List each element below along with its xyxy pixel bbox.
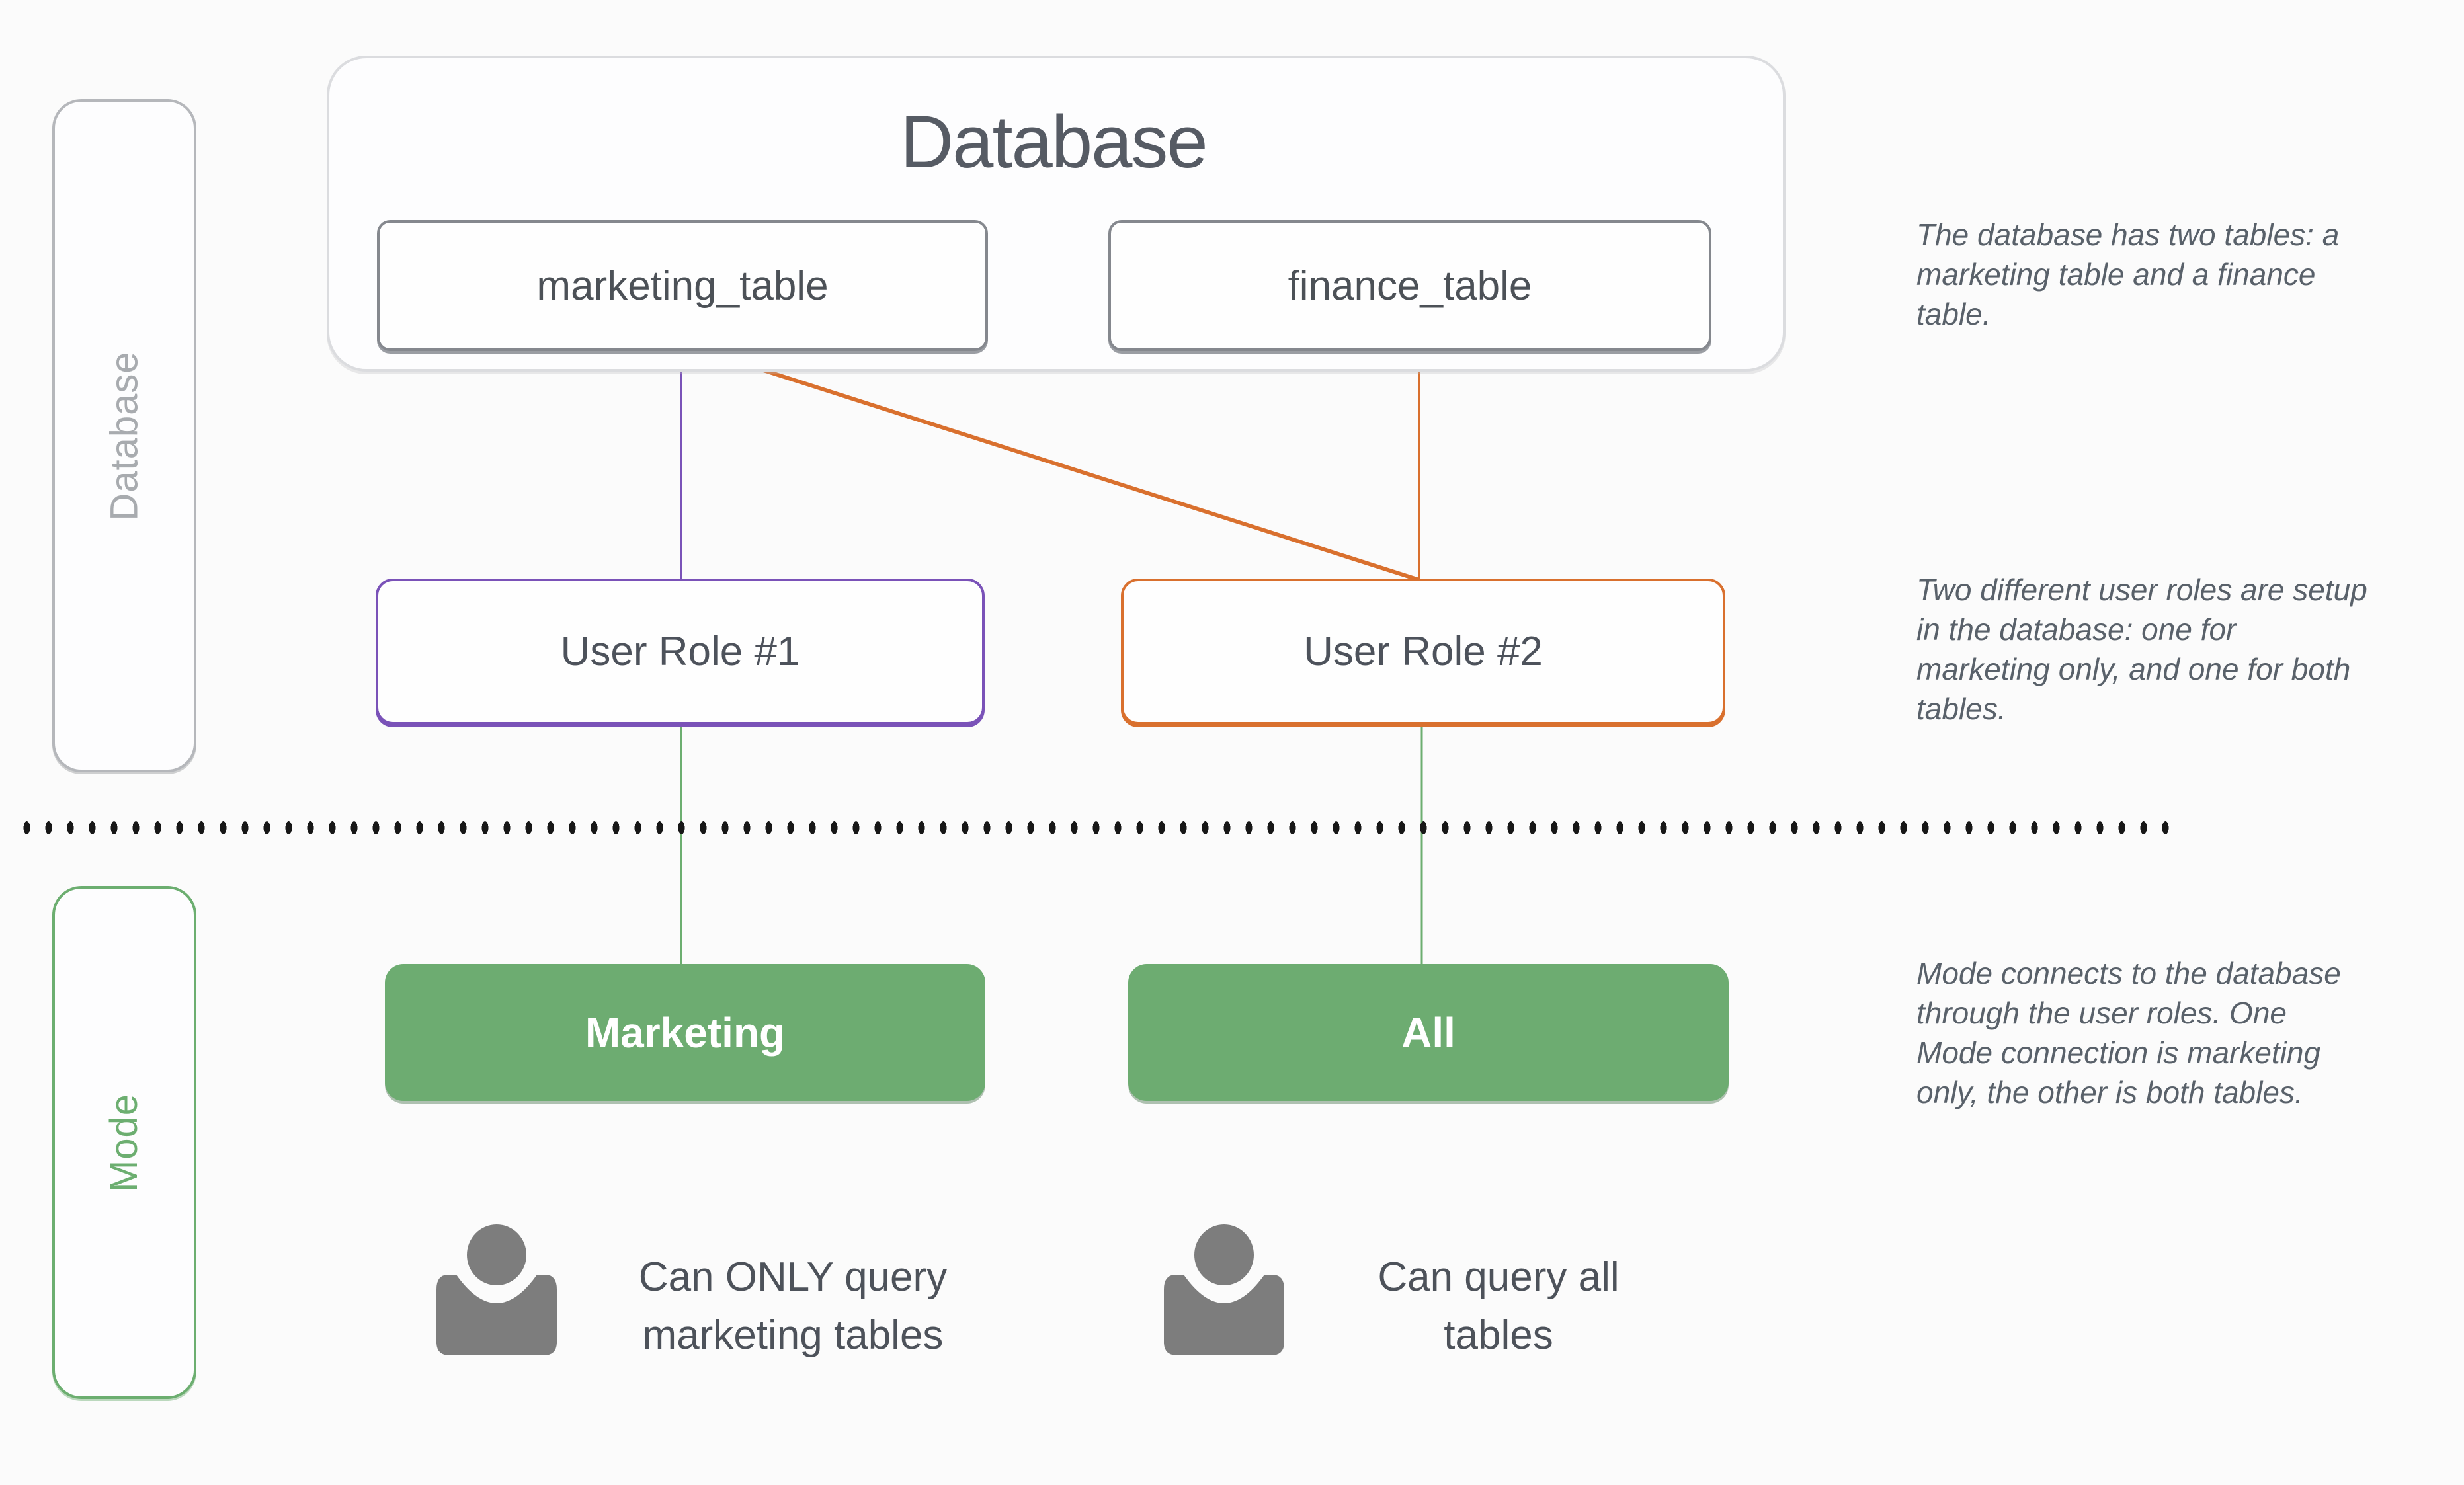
user-person-icon <box>436 1224 557 1355</box>
user-person-icon <box>1164 1224 1284 1355</box>
mode-rail-label: Mode <box>103 1093 146 1192</box>
marketing-connection-label: Marketing <box>585 1008 786 1057</box>
mode-section-rail: Mode <box>52 886 196 1399</box>
user-role-1-box: User Role #1 <box>376 579 985 725</box>
database-section-rail: Database <box>52 99 196 772</box>
marketing-to-role2-connector <box>690 345 1420 582</box>
marketing-table-label: marketing_table <box>536 262 829 309</box>
mode-connection-marketing-button: Marketing <box>385 964 985 1101</box>
all-connection-label: All <box>1401 1008 1456 1057</box>
user-role-1-label: User Role #1 <box>560 629 800 674</box>
table-box-finance: finance_table <box>1108 220 1711 351</box>
annotation-mode-connections: Mode connects to the database through th… <box>1916 956 2341 1109</box>
section-divider-dotted-line <box>16 818 2173 838</box>
database-rail-label: Database <box>103 350 146 521</box>
all-user-caption: Can query all tables <box>1377 1254 1620 1358</box>
user-role-2-box: User Role #2 <box>1121 579 1725 725</box>
marketing-user-caption: Can ONLY query marketing tables <box>638 1254 948 1358</box>
annotation-database-tables: The database has two tables: a marketing… <box>1916 218 2340 331</box>
finance-table-label: finance_table <box>1288 262 1532 309</box>
table-box-marketing: marketing_table <box>377 220 988 351</box>
database-title: Database <box>900 100 1208 183</box>
user-role-2-label: User Role #2 <box>1303 629 1543 674</box>
mode-connection-all-button: All <box>1128 964 1729 1101</box>
annotation-user-roles: Two different user roles are setup in th… <box>1916 573 2367 726</box>
